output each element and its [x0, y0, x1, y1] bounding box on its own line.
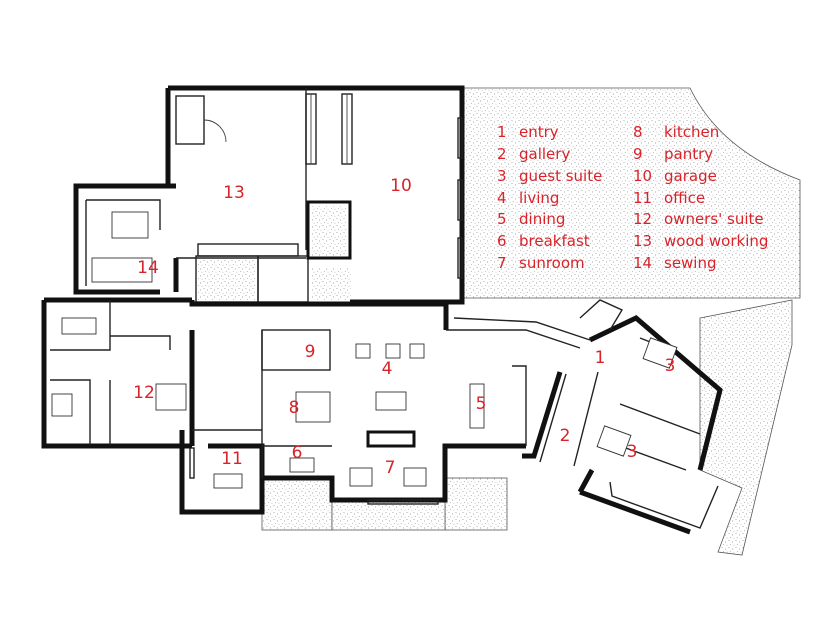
tag-gallery: 2: [560, 426, 571, 446]
garage-window-1: [457, 117, 463, 159]
tag-office: 11: [221, 449, 243, 469]
north-landscape: [461, 87, 801, 299]
legend-name-3: guest suite: [519, 167, 602, 185]
ww-bench: [197, 243, 299, 257]
legend-name-14: sewing: [664, 254, 717, 272]
guest-bed-a: [642, 337, 678, 369]
tag-pantry: 9: [305, 342, 316, 362]
legend-num-12: 12: [633, 210, 652, 228]
fireplace: [366, 430, 416, 448]
sewing-counter-l: [85, 199, 161, 286]
sewing-table: [111, 211, 149, 239]
bath-stipple-2: [198, 260, 256, 300]
legend-name-6: breakfast: [519, 232, 590, 250]
south-terrace: [261, 477, 333, 531]
owners-bed: [155, 383, 187, 411]
legend-num-13: 13: [633, 232, 652, 250]
south-window-2: [367, 499, 439, 505]
legend-num-2: 2: [497, 145, 507, 163]
legend-name-8: kitchen: [664, 123, 719, 141]
legend-num-1: 1: [497, 123, 507, 141]
legend-name-10: garage: [664, 167, 717, 185]
legend: 1 entry 2 gallery 3 guest suite 4 living…: [497, 123, 768, 272]
ww-door-panel: [175, 95, 205, 145]
sewing-counter: [91, 257, 153, 283]
wall-link: [446, 317, 591, 349]
tag-wood-working: 13: [223, 183, 245, 203]
legend-num-9: 9: [633, 145, 643, 163]
legend-name-1: entry: [519, 123, 559, 141]
sunroom-seat-1: [349, 467, 373, 487]
tag-guest-b: 3: [627, 442, 638, 462]
owners-tub: [61, 317, 97, 335]
legend-num-4: 4: [497, 189, 507, 207]
legend-num-3: 3: [497, 167, 507, 185]
living-chair-3: [409, 343, 425, 359]
east-landscape: [699, 299, 793, 556]
legend-name-9: pantry: [664, 145, 713, 163]
living-chair-2: [385, 343, 401, 359]
legend-num-7: 7: [497, 254, 507, 272]
utility-room-2: [257, 255, 309, 303]
ww-door-swing: [203, 119, 227, 143]
tag-sunroom: 7: [385, 458, 396, 478]
wall-office: [179, 430, 265, 515]
owners-shower: [51, 393, 73, 417]
bath-block: [306, 200, 352, 260]
garage-window-3: [457, 237, 463, 279]
dining-wall: [512, 365, 527, 446]
living-sofa: [375, 391, 407, 411]
guest-terrace: [609, 481, 719, 529]
wall-gallery: [522, 315, 723, 535]
legend-num-8: 8: [633, 123, 643, 141]
legend-num-14: 14: [633, 254, 652, 272]
legend-name-7: sunroom: [519, 254, 585, 272]
legend-name-11: office: [664, 189, 705, 207]
living-chair-1: [355, 343, 371, 359]
tag-owners-suite: 12: [133, 383, 155, 403]
legend-name-12: owners' suite: [664, 210, 764, 228]
garage-window-2: [457, 179, 463, 221]
tag-guest-a: 3: [665, 356, 676, 376]
legend-num-11: 11: [633, 189, 652, 207]
legend-name-13: wood working: [664, 232, 768, 250]
tag-kitchen: 8: [289, 398, 300, 418]
sunroom-terrace: [331, 499, 446, 531]
legend-num-5: 5: [497, 210, 507, 228]
bath-stipple-1: [311, 206, 347, 256]
legend-name-2: gallery: [519, 145, 570, 163]
tag-entry: 1: [595, 348, 606, 368]
entry-bay: [579, 299, 624, 331]
owners-walls: [50, 300, 171, 446]
dining-table: [469, 383, 485, 429]
tag-garage: 10: [390, 176, 412, 196]
kitchen-island: [295, 391, 331, 423]
legend-name-5: dining: [519, 210, 565, 228]
tag-dining: 5: [476, 394, 487, 414]
guest-bed-b: [596, 425, 632, 457]
legend-name-4: living: [519, 189, 559, 207]
south-terrace-2: [444, 477, 508, 531]
pantry-room: [261, 329, 331, 371]
gallery-inner: [539, 371, 599, 467]
tag-living: 4: [382, 359, 393, 379]
legend-num-6: 6: [497, 232, 507, 250]
sunroom-seat-2: [403, 467, 427, 487]
tag-sewing: 14: [137, 258, 159, 278]
breakfast-table: [289, 457, 315, 473]
south-window-1: [189, 447, 195, 479]
office-desk: [213, 473, 243, 489]
wall-main: [41, 297, 526, 503]
legend-num-10: 10: [633, 167, 652, 185]
tag-breakfast: 6: [292, 443, 303, 463]
bath-stipple-3: [311, 268, 351, 300]
